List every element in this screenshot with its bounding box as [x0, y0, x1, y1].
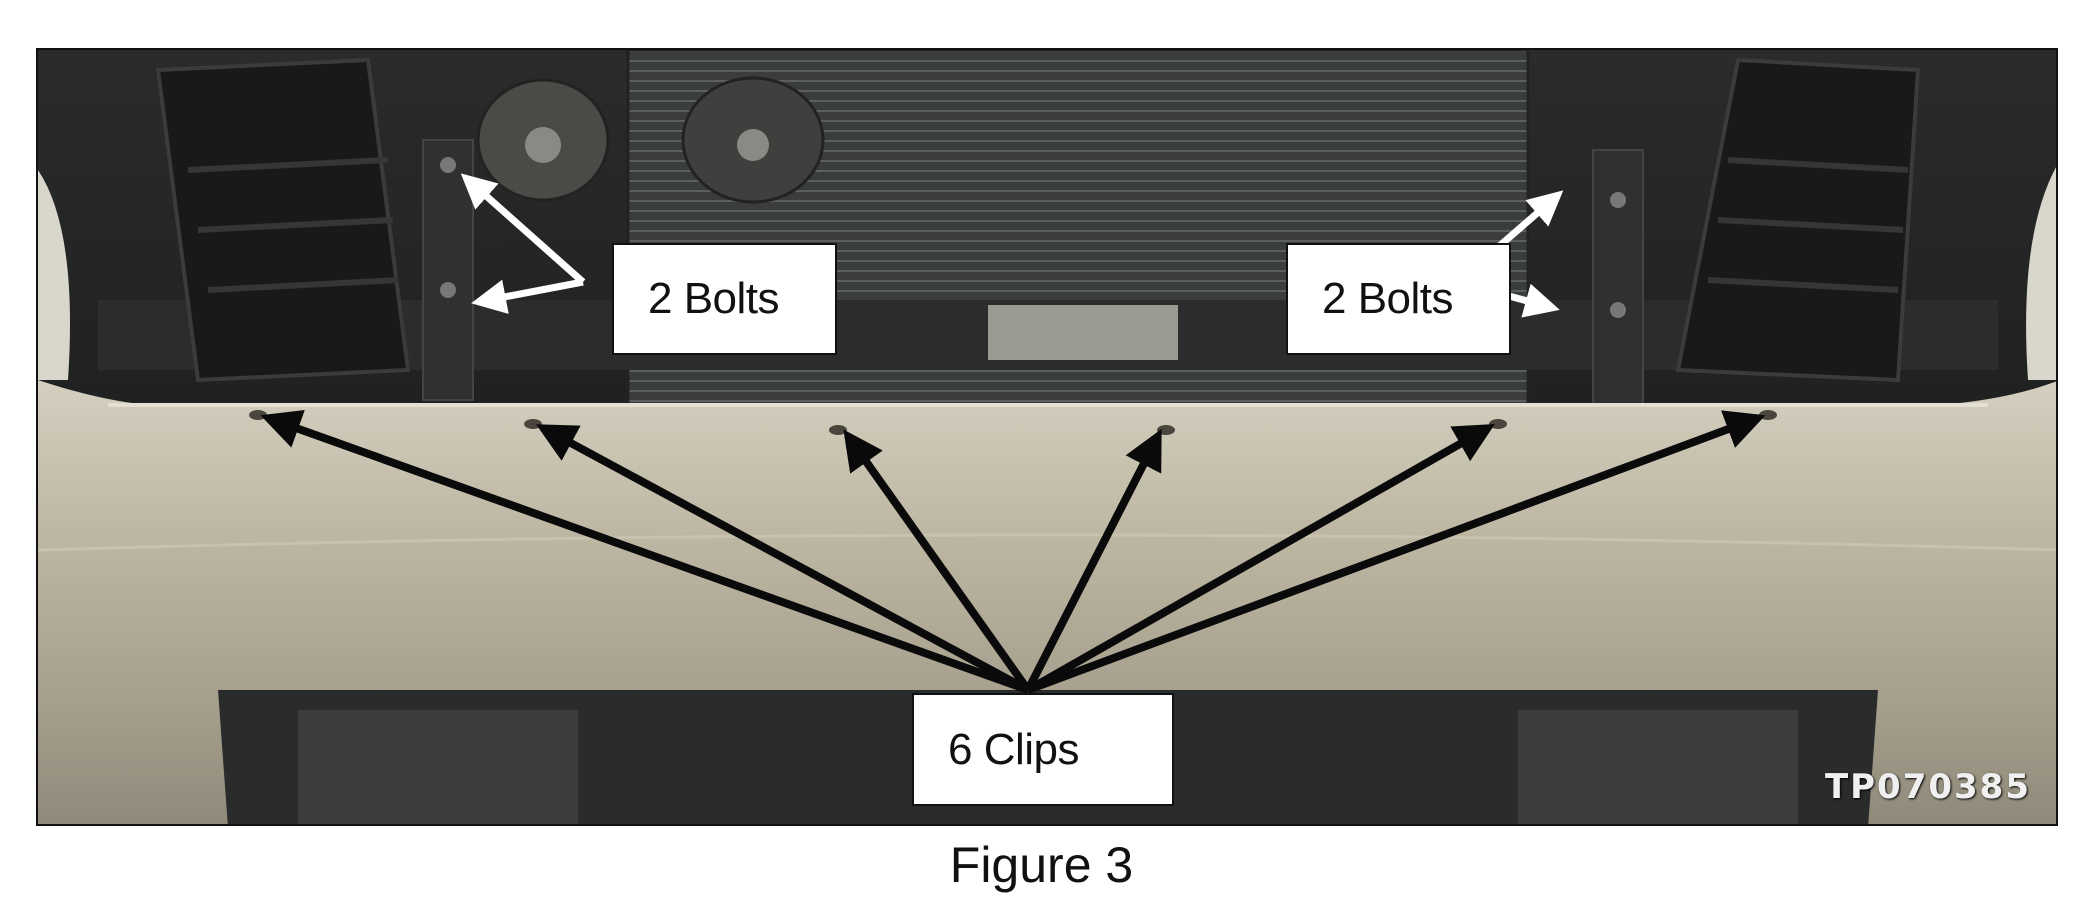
right-bolt-bracket: [1592, 149, 1644, 411]
left-headlight: [38, 170, 70, 380]
right-air-duct: [1675, 57, 1921, 383]
right-headlight: [2026, 167, 2056, 380]
photo-id: TP070385: [1824, 767, 2031, 807]
left-air-duct: [155, 57, 411, 383]
right-bolts-callout: 2 Bolts: [1286, 243, 1511, 355]
clips-callout: 6 Clips: [912, 693, 1174, 806]
clip-arrows: [260, 409, 1766, 694]
left-bolts-callout: 2 Bolts: [612, 243, 837, 355]
figure-caption: Figure 3: [949, 837, 1134, 893]
bolt-arrows-left: [460, 173, 586, 314]
